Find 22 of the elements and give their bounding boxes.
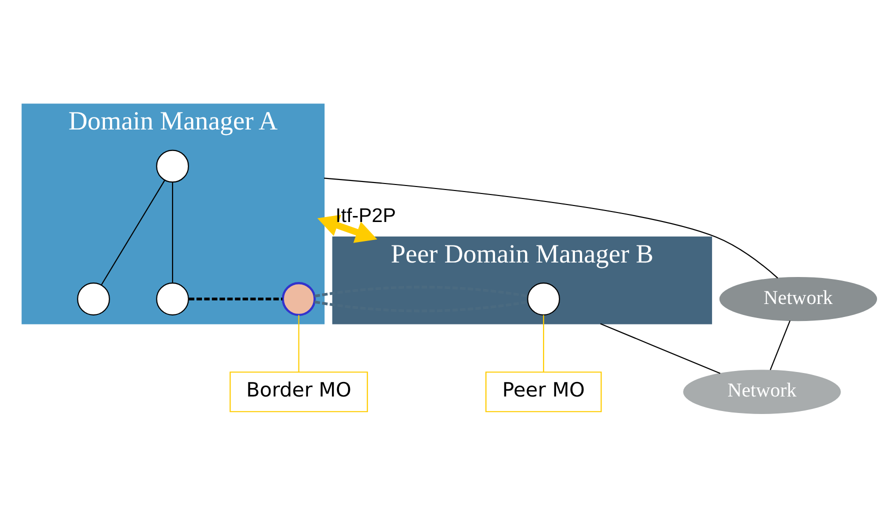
connector — [100, 180, 166, 285]
node-circle — [77, 282, 110, 315]
node-circle — [156, 149, 190, 182]
cluster: Domain Manager A — [22, 103, 325, 324]
node-ellipse: Network — [683, 369, 841, 414]
node-box: Border MO — [230, 371, 368, 412]
connector — [600, 322, 720, 374]
node-ellipse: Network — [719, 276, 878, 321]
connector — [770, 320, 791, 370]
node-circle — [282, 282, 316, 316]
node-box: Peer MO — [485, 371, 602, 412]
connector — [314, 285, 528, 312]
edge-label: Itf-P2P — [336, 204, 396, 227]
node-circle — [527, 282, 560, 315]
connector — [543, 314, 544, 372]
node-circle — [156, 282, 190, 315]
connector — [188, 297, 282, 300]
cluster: Peer Domain Manager B — [332, 236, 712, 324]
connector — [298, 314, 300, 372]
arrow — [317, 214, 378, 242]
connector — [324, 177, 778, 278]
connector — [172, 182, 174, 282]
